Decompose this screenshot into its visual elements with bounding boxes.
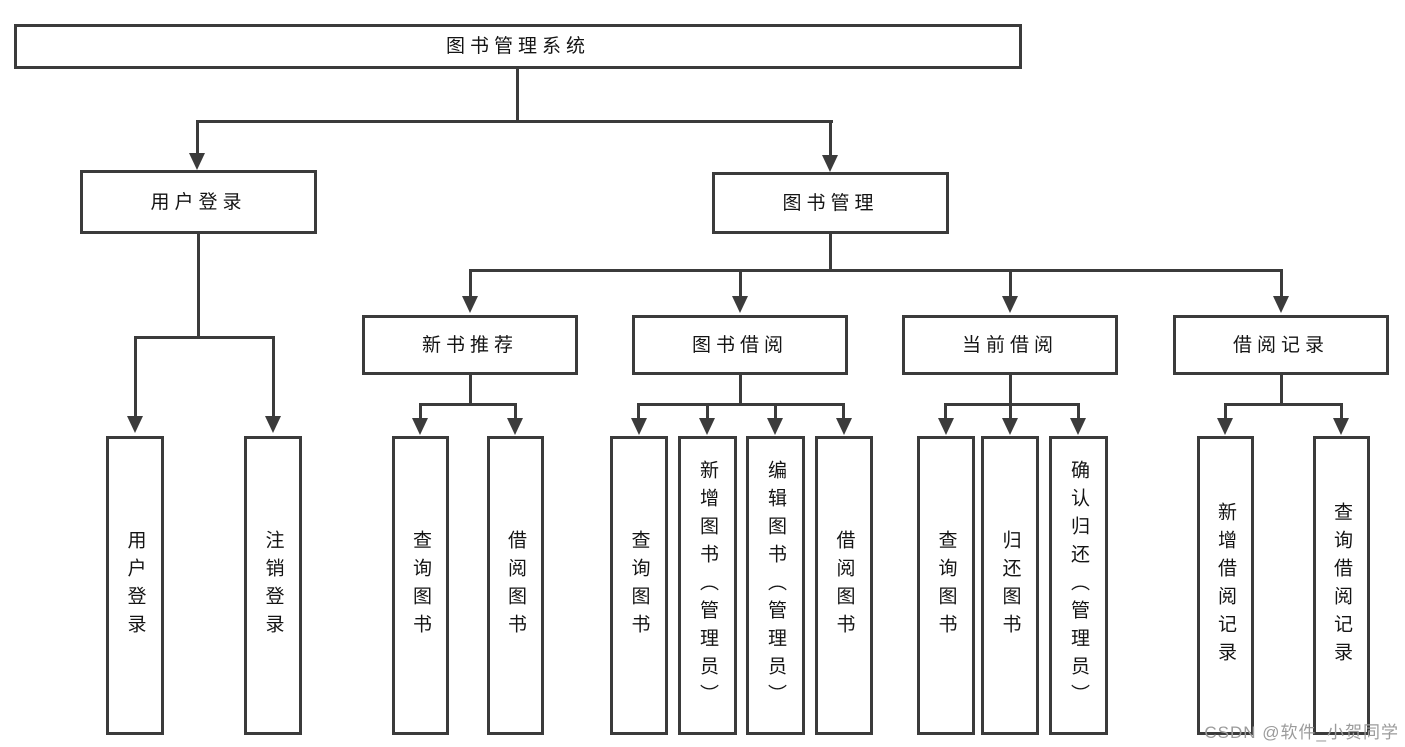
node-new-book-recommendation: 新书推荐: [362, 315, 578, 375]
node-label: 图书管理: [782, 192, 879, 214]
node-label: 查询图书: [935, 529, 957, 642]
arrowhead-down-icon: [938, 418, 954, 435]
arrowhead-down-icon: [127, 416, 143, 433]
node-label: 查询图书: [410, 529, 431, 642]
node-label: 归还图书: [999, 529, 1021, 642]
arrowhead-down-icon: [732, 296, 748, 313]
node-label: 图书管理系统: [445, 36, 590, 57]
connector-line: [196, 120, 833, 123]
node-user-login: 用户登录: [80, 170, 317, 234]
node-label: 新书推荐: [421, 334, 518, 356]
connector-line: [469, 269, 472, 297]
node-label: 借阅记录: [1232, 334, 1329, 356]
connector-line: [774, 403, 777, 419]
connector-line: [637, 403, 640, 419]
node-label: 编辑图书（管理员）: [765, 459, 786, 712]
node-library-management-system: 图书管理系统: [14, 24, 1022, 69]
connector-line: [469, 269, 1283, 272]
leaf-logout: 注销登录: [244, 436, 302, 735]
csdn-watermark: CSDN @软件_小贺同学: [1204, 723, 1399, 742]
connector-line: [1009, 375, 1012, 406]
leaf-edit-book-admin: 编辑图书（管理员）: [746, 436, 805, 735]
node-label: 用户登录: [150, 191, 247, 213]
connector-line: [134, 336, 137, 416]
arrowhead-down-icon: [836, 418, 852, 435]
leaf-borrow-book: 借阅图书: [815, 436, 873, 735]
leaf-borrow-book: 借阅图书: [487, 436, 544, 735]
arrowhead-down-icon: [1273, 296, 1289, 313]
leaf-return-book: 归还图书: [981, 436, 1039, 735]
leaf-query-borrow-record: 查询借阅记录: [1313, 436, 1370, 735]
connector-line: [944, 403, 947, 419]
node-label: 注销登录: [262, 529, 284, 642]
arrowhead-down-icon: [822, 155, 838, 172]
node-current-borrowing: 当前借阅: [902, 315, 1118, 375]
leaf-confirm-return-admin: 确认归还（管理员）: [1049, 436, 1108, 735]
arrowhead-down-icon: [1333, 418, 1349, 435]
connector-line: [944, 403, 1080, 406]
arrowhead-down-icon: [631, 418, 647, 435]
node-label: 图书借阅: [691, 334, 788, 356]
arrowhead-down-icon: [1002, 296, 1018, 313]
leaf-user-login: 用户登录: [106, 436, 164, 735]
connector-line: [197, 234, 200, 339]
arrowhead-down-icon: [1217, 418, 1233, 435]
node-label: 借阅图书: [505, 529, 526, 642]
node-label: 当前借阅: [961, 334, 1058, 356]
arrowhead-down-icon: [699, 418, 715, 435]
node-label: 查询图书: [628, 529, 650, 642]
leaf-query-book: 查询图书: [392, 436, 449, 735]
connector-line: [1280, 269, 1283, 297]
connector-line: [272, 336, 275, 416]
connector-line: [196, 120, 199, 154]
connector-line: [1280, 375, 1283, 406]
connector-line: [516, 68, 519, 123]
arrowhead-down-icon: [1002, 418, 1018, 435]
node-label: 新增借阅记录: [1215, 501, 1236, 670]
node-label: 借阅图书: [833, 529, 855, 642]
connector-line: [1009, 269, 1012, 297]
connector-line: [469, 375, 472, 406]
connector-line: [706, 403, 709, 419]
connector-line: [637, 403, 845, 406]
connector-line: [1224, 403, 1342, 406]
node-label: 确认归还（管理员）: [1068, 459, 1089, 712]
arrowhead-down-icon: [189, 153, 205, 170]
arrowhead-down-icon: [412, 418, 428, 435]
leaf-query-book: 查询图书: [610, 436, 668, 735]
connector-line: [514, 403, 517, 419]
arrowhead-down-icon: [767, 418, 783, 435]
connector-line: [1077, 403, 1080, 419]
node-book-management: 图书管理: [712, 172, 949, 234]
connector-line: [739, 269, 742, 297]
connector-line: [1224, 403, 1227, 419]
connector-line: [842, 403, 845, 419]
arrowhead-down-icon: [507, 418, 523, 435]
node-label: 新增图书（管理员）: [697, 459, 718, 712]
leaf-query-book: 查询图书: [917, 436, 975, 735]
node-label: 用户登录: [124, 529, 146, 642]
connector-line: [1009, 403, 1012, 419]
connector-line: [419, 403, 517, 406]
node-book-borrowing: 图书借阅: [632, 315, 848, 375]
node-borrowing-records: 借阅记录: [1173, 315, 1389, 375]
node-label: 查询借阅记录: [1331, 501, 1352, 670]
arrowhead-down-icon: [265, 416, 281, 433]
connector-line: [829, 234, 832, 272]
arrowhead-down-icon: [462, 296, 478, 313]
connector-line: [829, 120, 832, 156]
arrowhead-down-icon: [1070, 418, 1086, 435]
leaf-add-book-admin: 新增图书（管理员）: [678, 436, 737, 735]
connector-line: [134, 336, 275, 339]
connector-line: [739, 375, 742, 406]
connector-line: [1340, 403, 1343, 419]
connector-line: [419, 403, 422, 419]
leaf-add-borrow-record: 新增借阅记录: [1197, 436, 1254, 735]
